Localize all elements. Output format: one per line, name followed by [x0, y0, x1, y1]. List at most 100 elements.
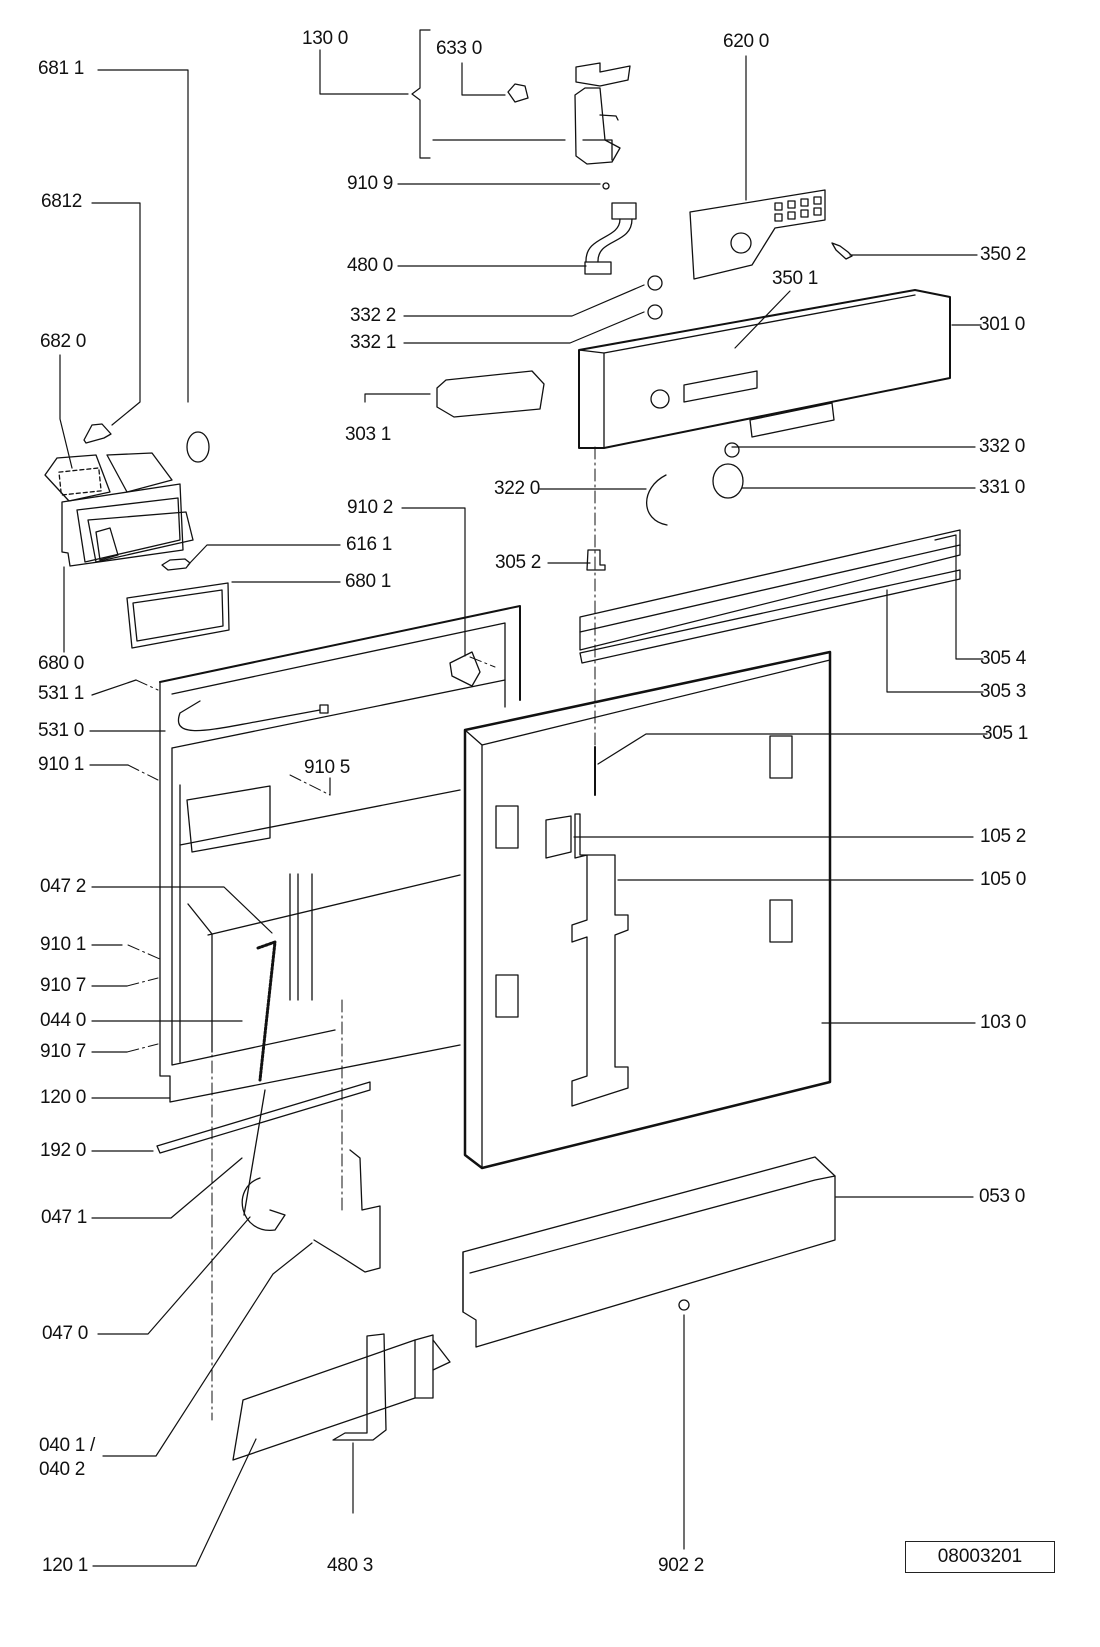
part-label-3051: 305 1 [982, 723, 1029, 744]
part-label-9107b: 910 7 [40, 1041, 87, 1062]
part-label-9109: 910 9 [347, 173, 394, 194]
part-label-3502: 350 2 [980, 244, 1027, 265]
part-6800-dispenser [45, 453, 193, 566]
part-label-5311: 531 1 [38, 683, 85, 704]
part-label-3053: 305 3 [980, 681, 1027, 702]
part-label-4800: 480 0 [347, 255, 394, 276]
part-3220-ring [647, 475, 667, 525]
assembly-axis-lines [127, 447, 595, 1420]
part-1201-bottom-panel [233, 1335, 450, 1460]
part-1052-bracket [546, 816, 571, 858]
part-1030-outer-door [465, 652, 830, 1168]
part-0401-hinge-bracket [314, 1150, 380, 1272]
part-label-0401: 040 1 / [39, 1435, 96, 1456]
part-label-6200: 620 0 [723, 31, 770, 52]
leader-6330 [462, 63, 505, 95]
part-label-0472: 047 2 [40, 876, 87, 897]
part-label-5310: 531 0 [38, 720, 85, 741]
part-label-3052: 305 2 [495, 552, 542, 573]
part-3320-knob-insert [725, 443, 739, 457]
part-1050-hinge-plate [572, 814, 628, 1106]
part-3310-knob [713, 464, 743, 498]
part-1300-latch [575, 63, 630, 164]
drawing-reference-number: 08003201 [905, 1541, 1055, 1573]
part-3502-fuse [832, 243, 852, 259]
part-label-6801: 680 1 [345, 571, 392, 592]
leader-6161 [188, 545, 340, 565]
part-label-3010: 301 0 [979, 314, 1026, 335]
leader-0401 [103, 1243, 312, 1456]
part-9102-hinge-plate [450, 652, 480, 686]
part-label-9107a: 910 7 [40, 975, 87, 996]
part-label-9101a: 910 1 [38, 754, 85, 775]
part-3053-strip [580, 570, 960, 663]
part-label-1050: 105 0 [980, 869, 1027, 890]
part-label-3054: 305 4 [980, 648, 1027, 669]
part-label-9105: 910 5 [304, 757, 351, 778]
part-label-9101b: 910 1 [40, 934, 87, 955]
part-label-3310: 331 0 [979, 477, 1026, 498]
leader-9102 [402, 508, 465, 656]
part-4800-harness [585, 203, 636, 274]
part-label-9022: 902 2 [658, 1555, 705, 1576]
part-label-0402: 040 2 [39, 1459, 86, 1480]
part-label-3501: 350 1 [772, 268, 819, 289]
part-5310-wire [178, 701, 320, 731]
leader-0470 [98, 1217, 250, 1334]
leader-0471 [92, 1158, 242, 1218]
part-3321-button [648, 305, 662, 319]
leader-3051 [598, 734, 987, 764]
leader-3322 [404, 285, 644, 316]
leader-lines [60, 30, 987, 1566]
part-label-3031: 303 1 [345, 424, 392, 445]
part-3031-cover [437, 371, 544, 417]
part-0530-kick-plate [463, 1157, 835, 1347]
part-label-3321: 332 1 [350, 332, 397, 353]
leader-3031 [365, 394, 430, 402]
part-4803-foot [333, 1334, 386, 1440]
leader-3053 [887, 590, 983, 692]
part-3054-rail [580, 530, 960, 650]
part-6330-switch [508, 84, 528, 102]
part-3010-fascia [579, 290, 950, 448]
part-1920-seal [157, 1082, 370, 1153]
part-6161-flap [162, 559, 190, 570]
leader-3054 [935, 535, 983, 659]
part-0440-spring [244, 942, 275, 1215]
part-3322-button [648, 276, 662, 290]
part-1200-inner-door [160, 606, 520, 1102]
part-label-1920: 192 0 [40, 1140, 87, 1161]
part-label-3220: 322 0 [494, 478, 541, 499]
part-label-0471: 047 1 [41, 1207, 88, 1228]
leader-6812 [92, 203, 140, 425]
part-6811-plug [187, 432, 209, 462]
part-label-1200: 120 0 [40, 1087, 87, 1108]
part-label-6330: 633 0 [436, 38, 483, 59]
leader-1201 [93, 1439, 256, 1566]
part-9022-screw [679, 1300, 689, 1310]
part-label-3322: 332 2 [350, 305, 397, 326]
leader-5311 [92, 680, 136, 695]
part-label-6800: 680 0 [38, 653, 85, 674]
leader-6811 [98, 70, 188, 402]
leader-0472 [92, 887, 272, 933]
part-label-1300: 130 0 [302, 28, 349, 49]
leader-1300 [320, 50, 408, 94]
part-6200-pcb [690, 190, 825, 279]
part-label-6820: 682 0 [40, 331, 87, 352]
part-label-6811: 681 1 [38, 58, 85, 79]
part-label-4803: 480 3 [327, 1555, 374, 1576]
part-label-0530: 053 0 [979, 1186, 1026, 1207]
part-label-0470: 047 0 [42, 1323, 89, 1344]
part-label-1030: 103 0 [980, 1012, 1027, 1033]
brace-1300 [412, 30, 430, 158]
part-6801-gasket [127, 583, 229, 648]
leader-6820 [60, 355, 72, 468]
leader-3321 [404, 312, 644, 343]
part-label-1052: 105 2 [980, 826, 1027, 847]
leader-3501 [735, 291, 790, 348]
part-label-6161: 616 1 [346, 534, 393, 555]
part-6812-clip [84, 424, 111, 443]
